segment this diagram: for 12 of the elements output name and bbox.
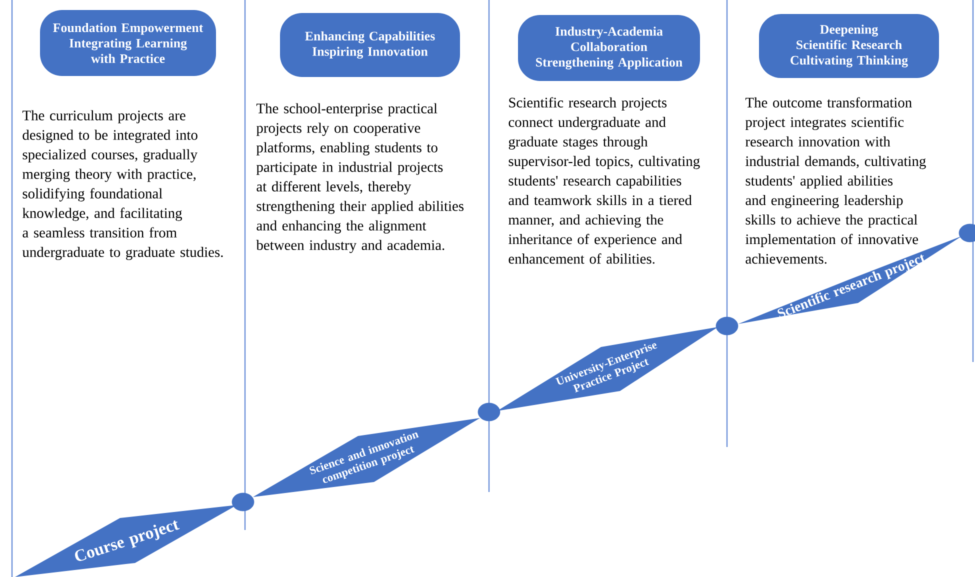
junction-dot [958, 224, 975, 242]
heading-box: Industry-Academia Collaboration Strengthening Application [518, 15, 700, 81]
heading-box: Foundation Empowerment Integrating Learning with Practice [40, 10, 216, 76]
description-text: Scientific research projects connect undergraduate and graduate stages through supervisor-led topics, cultivating students' research capabilities and teamwork skills in a tiered manner, and achieving the inheritance of experience and enhancement of abilities. [508, 97, 700, 264]
junction-dot [716, 316, 738, 336]
description-text: The school-enterprise practical projects rely on cooperative platforms, enabling students to participate in industrial projects at different levels, thereby strengthening their applied abilities and enhancing the alignment between industry and academia. [256, 103, 464, 254]
description-text: The curriculum projects are designed to be integrated into specialized courses, gradually merging theory with practice, solidifying foundational knowledge, and facilitating a seamless transition from undergraduate to graduate studies. [22, 110, 223, 260]
heading-box: Deepening Scientific Research Cultivating Thinking [759, 14, 939, 78]
heading-box: Enhancing Capabilities Inspiring Innovation [280, 13, 460, 77]
junction-dot [232, 492, 254, 512]
stage-banner: Course project [15, 505, 237, 577]
junction-dot [478, 402, 500, 422]
